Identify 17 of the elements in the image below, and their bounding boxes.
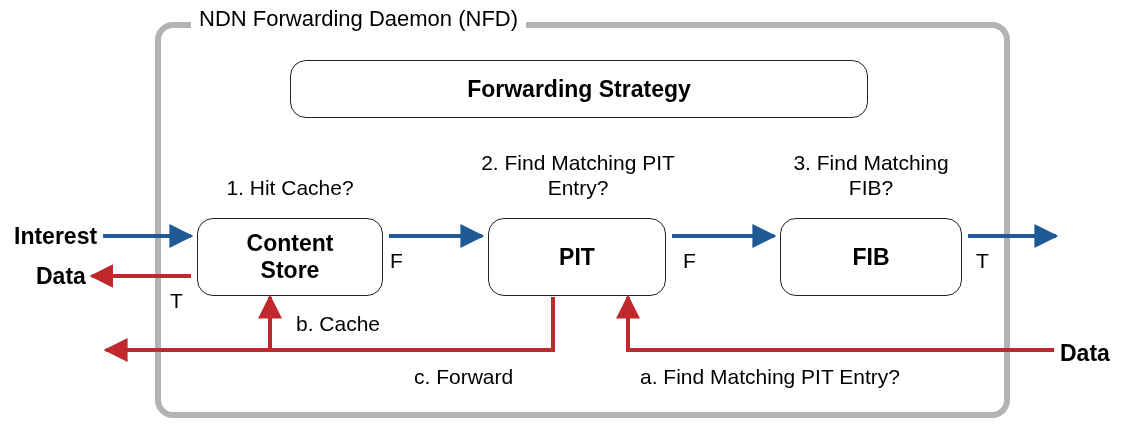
step-caption: 2. Find Matching PIT Entry? xyxy=(480,150,676,200)
process-box: Content Store xyxy=(197,218,383,296)
step-caption: 3. Find Matching FIB? xyxy=(792,150,950,200)
arrow xyxy=(672,224,777,248)
arrow xyxy=(616,294,1054,352)
signal-label: Data xyxy=(1060,340,1110,367)
arrow xyxy=(103,224,194,248)
process-box: FIB xyxy=(780,218,962,296)
arrow xyxy=(968,224,1059,248)
process-box: PIT xyxy=(488,218,666,296)
step-caption: 1. Hit Cache? xyxy=(225,175,355,200)
arrow xyxy=(103,297,555,362)
arrow xyxy=(89,264,191,288)
signal-label: Data xyxy=(36,263,86,290)
strategy-box: Forwarding Strategy xyxy=(290,60,868,118)
signal-label: Interest xyxy=(14,223,98,250)
arrow xyxy=(389,224,485,248)
